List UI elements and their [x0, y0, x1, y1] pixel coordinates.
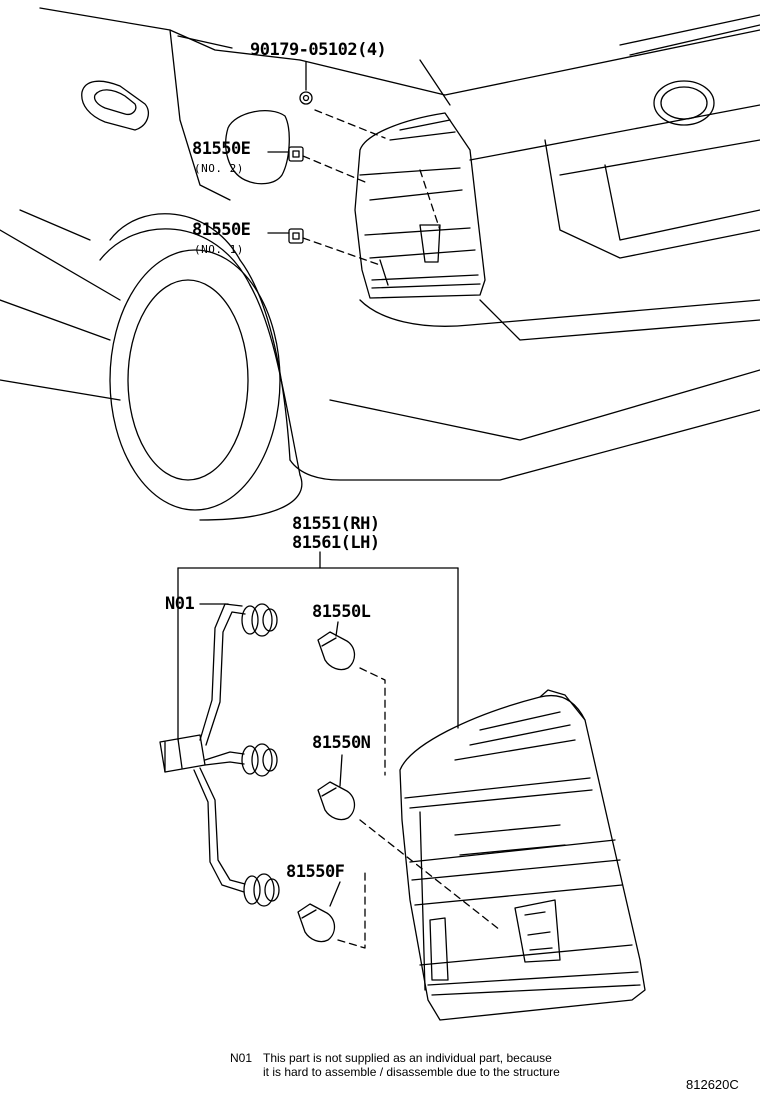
bolt-part-number[interactable]: 90179-05102(4)	[250, 40, 387, 60]
socket-no2-sub-label: (NO. 2)	[194, 162, 244, 175]
socket-middle-graphic	[241, 743, 278, 777]
bulb-f-graphic	[297, 903, 336, 943]
footnote-line-1: This part is not supplied as an individu…	[263, 1051, 552, 1065]
socket-no1-part-number[interactable]: 81550E	[192, 220, 251, 240]
socket-no2-part-number[interactable]: 81550E	[192, 139, 251, 159]
socket-no1-sub-label: (NO. 1)	[194, 243, 244, 256]
bulb-n-part-number[interactable]: 81550N	[312, 733, 371, 753]
bulb-f-part-number[interactable]: 81550F	[286, 862, 345, 882]
bulb-n-graphic	[317, 781, 356, 821]
door-handle	[81, 80, 149, 131]
rear-wheel	[109, 249, 281, 511]
socket-no2-graphic	[288, 146, 304, 162]
dashed-assembly-lines-top	[302, 109, 441, 266]
car-taillight	[354, 112, 486, 299]
lamp-rh-part-number[interactable]: 81551(RH)	[292, 514, 380, 534]
car-body-outline	[0, 7, 760, 521]
leader-lines-lower	[199, 603, 343, 907]
taillight-assembly-graphic	[399, 689, 646, 1021]
wire-harness	[159, 603, 246, 893]
footnote-code: N01	[230, 1051, 253, 1065]
assembly-bracket	[177, 551, 459, 741]
wire-part-code[interactable]: N01	[165, 594, 195, 614]
socket-no1-graphic	[288, 228, 304, 244]
fuel-door	[225, 110, 290, 185]
lamp-lh-part-number[interactable]: 81561(LH)	[292, 533, 380, 553]
bulb-l-graphic	[317, 631, 356, 671]
socket-lower-graphic	[243, 873, 280, 907]
socket-upper-graphic	[241, 603, 278, 637]
footnote-line-2: it is hard to assemble / disassemble due…	[263, 1065, 560, 1079]
diagram-code: 812620C	[686, 1077, 739, 1092]
leader-lines-top	[267, 61, 307, 234]
bulb-l-part-number[interactable]: 81550L	[312, 602, 371, 622]
dashed-assembly-lines-lower	[337, 667, 501, 949]
bolt-graphic	[299, 91, 313, 105]
